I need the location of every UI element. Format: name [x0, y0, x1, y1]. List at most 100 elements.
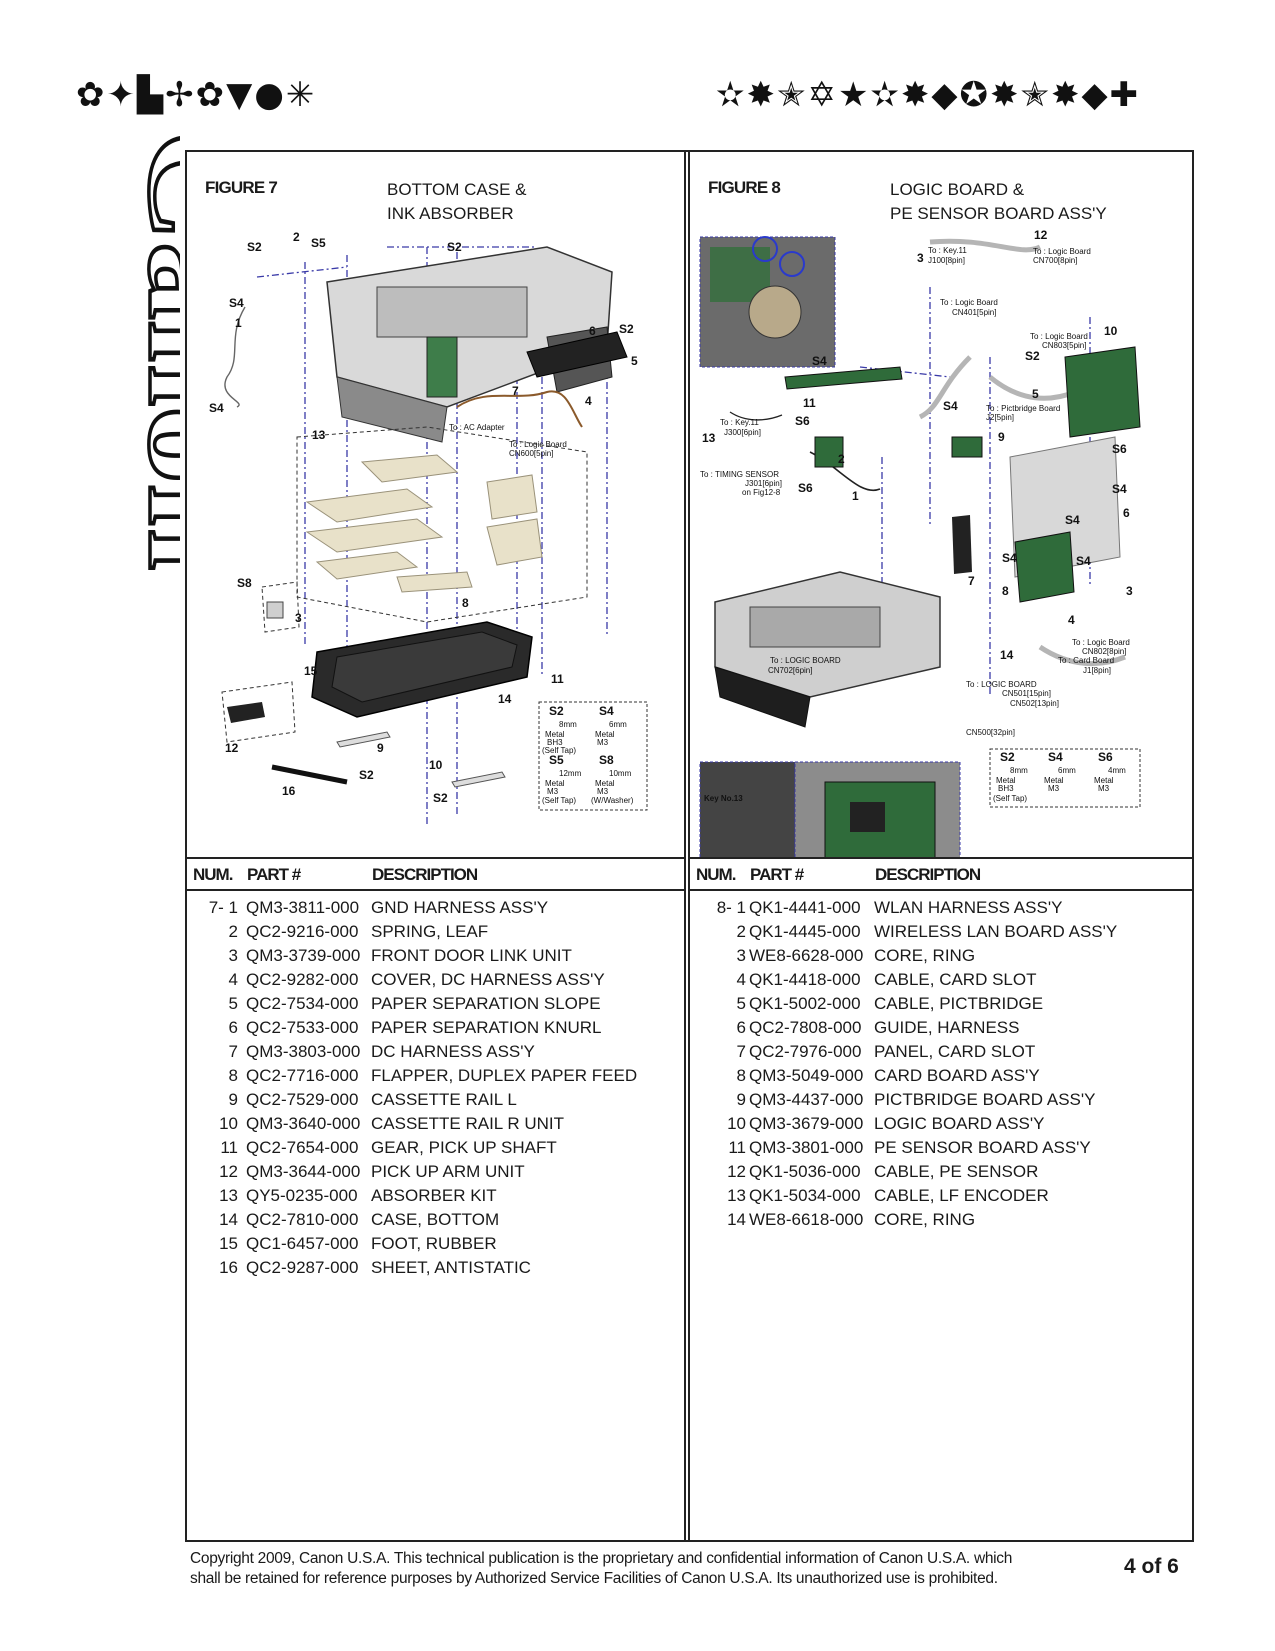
- part-number-index: 13: [219, 1186, 238, 1205]
- part-description: PAPER SEPARATION KNURL: [371, 1018, 602, 1037]
- svg-text:(W/Washer): (W/Washer): [591, 796, 634, 805]
- f8-pe-sensor-bar: [784, 366, 903, 390]
- f8-callout-3b: 3: [1126, 584, 1133, 598]
- f7-cassette-rail-l: [336, 731, 391, 748]
- svg-text:M3: M3: [547, 787, 559, 796]
- part-number: WE8-6618-000: [749, 1210, 864, 1229]
- figure-8-panel: FIGURE 8 LOGIC BOARD & PE SENSOR BOARD A…: [690, 152, 1192, 857]
- part-number: QC2-7654-000: [246, 1138, 359, 1157]
- part-number-index: 15: [219, 1234, 238, 1253]
- f8-callout-12: 12: [1034, 228, 1048, 242]
- f8-callout-4: 4: [1068, 613, 1075, 627]
- col-desc-header: DESCRIPTION: [875, 865, 981, 884]
- figure-7-title-line1: BOTTOM CASE &: [387, 180, 527, 199]
- part-description: FLAPPER, DUPLEX PAPER FEED: [371, 1066, 638, 1085]
- svg-text:M3: M3: [1048, 784, 1060, 793]
- svg-text:S6: S6: [1098, 750, 1113, 764]
- part-description: CABLE, PE SENSOR: [874, 1162, 1039, 1181]
- part-number: QC2-9216-000: [246, 922, 359, 941]
- f7-small-part-boxes: [221, 581, 300, 743]
- part-description: LOGIC BOARD ASS'Y: [874, 1114, 1045, 1133]
- f7-callout-2: 2: [293, 230, 300, 244]
- f7-callout-s2: S2: [247, 240, 262, 254]
- part-number: QK1-4445-000: [749, 922, 861, 941]
- column-divider: [684, 152, 690, 1540]
- svg-text:J300[6pin]: J300[6pin]: [724, 428, 761, 437]
- copyright-footer: Copyright 2009, Canon U.S.A. This techni…: [190, 1549, 1070, 1589]
- part-number: QC2-7808-000: [749, 1018, 862, 1037]
- f7-callout-15: 15: [304, 664, 318, 678]
- part-description: FRONT DOOR LINK UNIT: [371, 946, 572, 965]
- f8-callout-2: 2: [838, 452, 845, 466]
- part-description: CASSETTE RAIL L: [371, 1090, 517, 1109]
- svg-text:To : TIMING SENSOR: To : TIMING SENSOR: [700, 470, 779, 479]
- part-number: QM3-3801-000: [749, 1138, 864, 1157]
- svg-text:To : Card Board: To : Card Board: [1058, 656, 1114, 665]
- parts-catalog-frame: FIGURE 7 BOTTOM CASE & INK ABSORBER: [185, 150, 1194, 1542]
- part-number-index: 5: [228, 994, 238, 1013]
- part-description: CORE, RING: [874, 1210, 976, 1229]
- part-number: QC2-7716-000: [246, 1066, 359, 1085]
- svg-text:(Self Tap): (Self Tap): [993, 794, 1027, 803]
- f7-callout-4: 4: [585, 394, 592, 408]
- part-number-index: 2: [228, 922, 238, 941]
- part-number-index: 11: [220, 1138, 238, 1157]
- f7-callout-11: 11: [551, 672, 564, 686]
- f7-callout-1: 1: [235, 316, 242, 330]
- part-description: GUIDE, HARNESS: [874, 1018, 1020, 1037]
- part-number-index: 14: [727, 1210, 746, 1229]
- part-number: QK1-5036-000: [749, 1162, 861, 1181]
- svg-text:J1[8pin]: J1[8pin]: [1083, 666, 1111, 675]
- svg-text:Metal: Metal: [1094, 776, 1114, 785]
- f7-callout-7: 7: [512, 384, 519, 398]
- part-description: PICK UP ARM UNIT: [371, 1162, 525, 1181]
- f8-callout-s4e: S4: [1002, 551, 1017, 565]
- f7-paper-slope: [526, 331, 628, 378]
- f7-cassette-rail-r: [451, 771, 506, 788]
- part-description: CABLE, PICTBRIDGE: [874, 994, 1044, 1013]
- part-number-index: 5: [736, 994, 746, 1013]
- f8-callout-s4d: S4: [1065, 513, 1080, 527]
- f7-bottom-case: [311, 621, 533, 718]
- svg-text:M3: M3: [597, 787, 609, 796]
- svg-text:Metal: Metal: [595, 730, 615, 739]
- f7-callout-9: 9: [377, 741, 384, 755]
- f7-callout-s8: S8: [237, 576, 252, 590]
- f8-callout-11: 11: [803, 396, 816, 410]
- f8-screw-legend: S2 S4 S6 8mm 6mm 4mm Metal Metal Metal B…: [989, 748, 1141, 808]
- part-number: QC2-7534-000: [246, 994, 359, 1013]
- f8-pictbridge-board: [951, 436, 983, 458]
- svg-text:Metal: Metal: [996, 776, 1016, 785]
- f8-callout-13: 13: [702, 431, 716, 445]
- part-number-index: 8: [736, 1066, 746, 1085]
- figure-8-number: FIGURE 8: [708, 178, 781, 197]
- part-number-index: 13: [727, 1186, 746, 1205]
- f8-callout-6: 6: [1123, 506, 1130, 520]
- f8-photo-inset-bottom: [699, 761, 961, 857]
- figure-8-title-line1: LOGIC BOARD &: [890, 180, 1025, 199]
- svg-text:Metal: Metal: [545, 779, 565, 788]
- figure-8-title-line2: PE SENSOR BOARD ASS'Y: [890, 204, 1107, 223]
- svg-text:S5: S5: [549, 753, 564, 767]
- part-number: QC2-7810-000: [246, 1210, 359, 1229]
- part-description: SPRING, LEAF: [371, 922, 489, 941]
- figure-7-title-line2: INK ABSORBER: [387, 204, 514, 223]
- part-description: CORE, RING: [874, 946, 976, 965]
- svg-text:BH3: BH3: [998, 784, 1014, 793]
- part-number: QC2-7529-000: [246, 1090, 359, 1109]
- part-number-index: 7: [736, 1042, 746, 1061]
- svg-text:(Self Tap): (Self Tap): [542, 746, 576, 755]
- f7-s8-length: 10mm: [609, 769, 632, 778]
